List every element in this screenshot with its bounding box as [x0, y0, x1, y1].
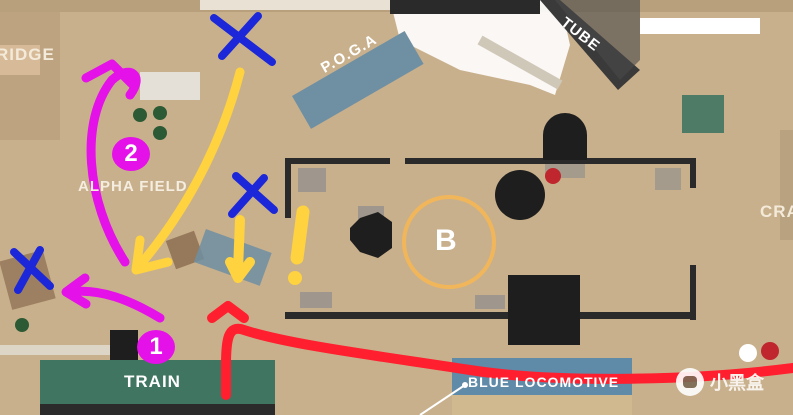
- magenta-arrowhead-2: [81, 59, 137, 89]
- wall-top-left: [285, 158, 390, 164]
- top-right-white-bar: [640, 18, 760, 34]
- yellow-arrowhead: [131, 235, 173, 275]
- magenta-arrowhead-1: [61, 273, 91, 309]
- green-crate: [682, 95, 724, 133]
- train: [40, 360, 275, 405]
- bush-4: [15, 318, 29, 332]
- yellow-route: [135, 67, 245, 270]
- crate-gray-6: [655, 168, 681, 190]
- central-block: [508, 275, 580, 345]
- magenta-route-1: [65, 286, 165, 323]
- white-barrel: [739, 344, 757, 362]
- pillar-octagon: [350, 212, 392, 258]
- red-barrel: [545, 168, 561, 184]
- pointer-line: [419, 384, 466, 415]
- yellow-down-arrow: [233, 215, 245, 275]
- step-2-marker: 2: [112, 137, 150, 171]
- rail-strip: [0, 345, 110, 355]
- wall-right-top: [690, 158, 696, 188]
- smoke-cloud: [390, 0, 570, 95]
- blue-crate: [193, 229, 272, 286]
- train-shadow: [40, 404, 275, 415]
- tube-shadow: [555, 0, 640, 80]
- bridge-label: RIDGE: [0, 45, 55, 64]
- top-white-bar: [200, 0, 390, 10]
- exclamation-bar: [290, 205, 310, 265]
- red-route: [221, 323, 793, 400]
- bush-2: [153, 106, 167, 120]
- left-white-block: [140, 72, 200, 100]
- crate-gray-3: [475, 295, 505, 309]
- cross-left: [10, 246, 54, 294]
- step-1-marker: 1: [137, 330, 175, 364]
- blue-locomotive-label: BLUE LOCOMOTIVE: [468, 374, 620, 390]
- train-car-dark: [110, 330, 138, 360]
- cross-top: [210, 12, 276, 66]
- round-pillar: [495, 170, 545, 220]
- wall-left: [285, 158, 291, 218]
- xiaoheihe-logo-icon: [676, 368, 704, 396]
- crate-gray-2: [300, 292, 332, 308]
- right-strip: [780, 130, 793, 240]
- train-label: TRAIN: [124, 372, 181, 391]
- site-b-label: B: [435, 224, 458, 257]
- loco-base: [452, 395, 632, 415]
- red-arrowhead: [207, 301, 249, 323]
- wall-bottom: [285, 312, 695, 319]
- cross-middle: [228, 172, 278, 218]
- crate-gray-1: [298, 168, 326, 192]
- exclamation-dot: [288, 271, 302, 285]
- wall-right-bottom: [690, 265, 696, 320]
- bridge-tile: [0, 45, 40, 75]
- magenta-route-2: [86, 67, 141, 267]
- arch-pillar: [543, 113, 587, 160]
- poga-block: [292, 31, 424, 129]
- crane-label: CRA: [760, 202, 793, 221]
- alpha-field-label: ALPHA FIELD: [78, 178, 188, 195]
- yellow-down-arrowhead: [225, 257, 255, 283]
- watermark-text: 小黑盒: [710, 373, 764, 393]
- wall-top-right: [405, 158, 695, 164]
- red-barrel-right: [761, 342, 779, 360]
- bush-3: [153, 126, 167, 140]
- top-wall: [390, 0, 540, 14]
- tube-beam: [477, 35, 563, 90]
- pointer-dot: [462, 382, 468, 388]
- site-b-ring: [402, 195, 496, 289]
- crate-mid: [165, 230, 205, 270]
- bush-1: [133, 108, 147, 122]
- watermark: 小黑盒: [676, 366, 764, 398]
